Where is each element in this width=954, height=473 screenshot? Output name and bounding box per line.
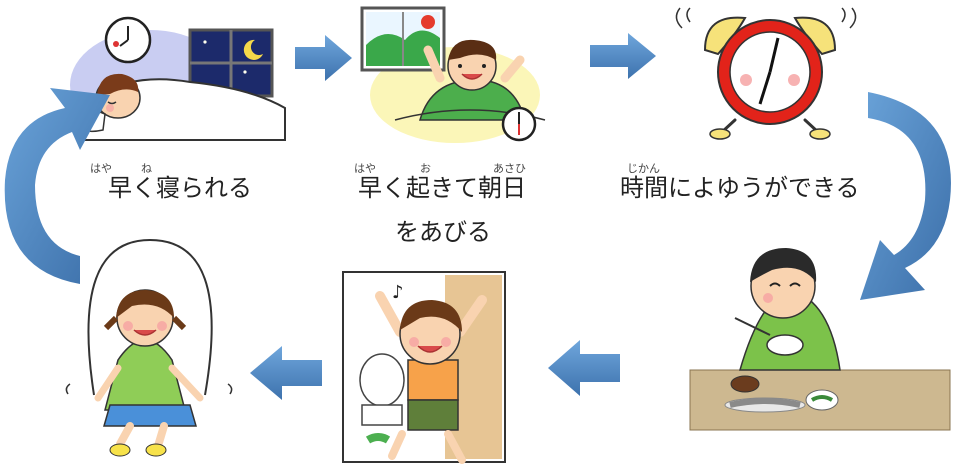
eating-breakfast-icon xyxy=(689,248,951,431)
ruby-haya-1: はや xyxy=(90,162,112,175)
wake-caption-line1: 早く起きて朝日 xyxy=(358,174,526,202)
arrow-right-1 xyxy=(295,35,352,81)
ruby-ne: ね xyxy=(141,162,152,175)
toilet-child-icon: ♪ xyxy=(342,271,506,464)
ruby-asahi: あさひ xyxy=(493,162,526,175)
curved-arrow-left xyxy=(4,88,110,284)
arrow-left-1 xyxy=(548,340,620,396)
svg-text:♪: ♪ xyxy=(392,282,404,303)
ruby-haya-2: はや xyxy=(354,162,376,175)
ruby-jikan: じかん xyxy=(627,162,660,175)
sleeping-child-icon xyxy=(70,16,286,141)
time-caption: 時間によゆうができる xyxy=(620,174,860,202)
waking-child-icon xyxy=(360,6,546,143)
arrow-right-2 xyxy=(590,33,656,79)
jump-rope-girl-icon xyxy=(65,238,233,457)
alarm-clock-icon xyxy=(675,7,857,140)
arrow-left-2 xyxy=(250,346,322,400)
curved-arrow-right xyxy=(860,92,951,300)
sleep-caption: 早く寝られる xyxy=(108,174,252,202)
wake-caption-line2: をあびる xyxy=(395,218,491,246)
ruby-o: お xyxy=(420,162,431,175)
